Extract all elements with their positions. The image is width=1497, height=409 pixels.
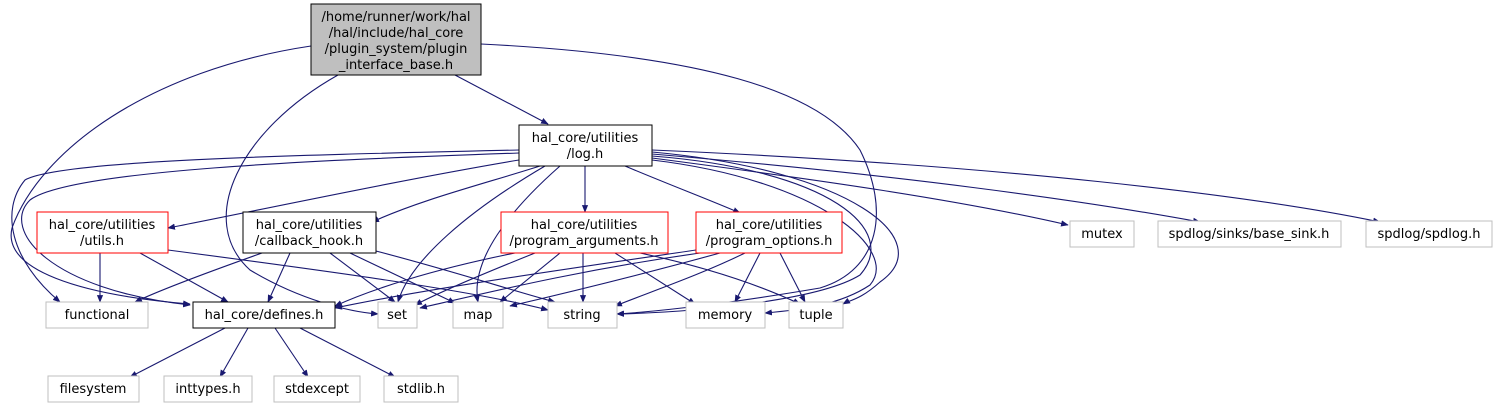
node-label-line: /program_arguments.h [509, 234, 658, 249]
node-label-line: /log.h [567, 147, 604, 162]
edge-progopts-defines [334, 249, 697, 310]
edge-callback-defines [267, 252, 291, 303]
node-label-line: _interface_base.h [338, 58, 453, 73]
edge-progopts-map [509, 252, 721, 308]
edge-log-functional [11, 149, 520, 303]
node-label-line: hal_core/utilities [532, 131, 639, 146]
edge-callback-string [371, 249, 556, 304]
edge-progargs-set [414, 252, 536, 306]
dependency-edges [10, 43, 1381, 378]
edge-utils-defines [139, 252, 229, 303]
node-label-line: stdlib.h [397, 382, 445, 397]
edge-root-defines [10, 45, 312, 307]
node-label-line: tuple [799, 308, 832, 323]
node-label-line: hal_core/utilities [716, 218, 823, 233]
edge-log-utils [167, 159, 520, 230]
edge-log-spdlog [651, 149, 1381, 224]
node-string[interactable]: string [547, 301, 618, 329]
node-filesystem[interactable]: filesystem [47, 375, 140, 403]
edge-defines-filesystem [129, 327, 226, 378]
edge-progopts-tuple [779, 252, 806, 303]
node-label-line: hal_core/utilities [531, 218, 638, 233]
node-label-line: /home/runner/work/hal [321, 10, 470, 25]
node-spdlog-h[interactable]: spdlog/spdlog.h [1365, 220, 1493, 248]
node-label-line: hal_core/utilities [256, 218, 363, 233]
node-label-line: spdlog/spdlog.h [1378, 227, 1481, 242]
edge-log-map [473, 165, 561, 303]
edge-log-tuple [651, 151, 899, 305]
edge-log-mutex [651, 157, 1069, 227]
node-program-options-h[interactable]: hal_core/utilities /program_options.h [695, 211, 843, 254]
node-memory[interactable]: memory [685, 301, 766, 329]
node-label-line: /hal/include/hal_core [329, 26, 464, 41]
edge-log-set [396, 165, 546, 303]
node-label-line: inttypes.h [175, 382, 240, 397]
node-label-line: /program_options.h [706, 234, 833, 249]
edge-defines-stdexcept [274, 327, 309, 378]
edge-root-set [225, 74, 379, 317]
edge-log-defines [21, 152, 520, 308]
edge-progargs-tuple [639, 252, 801, 305]
edge-progargs-memory [614, 252, 696, 305]
graph-nodes: /home/runner/work/hal /hal/include/hal_c… [36, 3, 1493, 403]
edge-progopts-set [419, 252, 701, 310]
edge-progargs-defines [334, 252, 516, 307]
node-map[interactable]: map [452, 301, 504, 329]
edge-progopts-string [614, 252, 746, 307]
node-stdlib-h[interactable]: stdlib.h [383, 375, 459, 403]
node-label-line: memory [698, 308, 753, 323]
node-functional[interactable]: functional [45, 301, 149, 329]
node-label-line: /plugin_system/plugin [325, 42, 468, 57]
node-program-arguments-h[interactable]: hal_core/utilities /program_arguments.h [500, 211, 669, 254]
edge-defines-inttypes [219, 327, 249, 378]
node-label-line: filesystem [60, 382, 127, 397]
node-label-line: string [563, 308, 600, 323]
edge-callback-functional [134, 252, 263, 303]
edge-log-base-sink [651, 153, 1201, 224]
node-stdexcept[interactable]: stdexcept [273, 375, 361, 403]
node-set[interactable]: set [377, 301, 418, 329]
edge-log-program-options [624, 165, 741, 214]
node-label-line: stdexcept [285, 382, 349, 397]
node-base-sink-h[interactable]: spdlog/sinks/base_sink.h [1157, 220, 1342, 248]
edge-root-log [454, 74, 549, 125]
node-tuple[interactable]: tuple [788, 301, 844, 329]
node-label-line: hal_core/utilities [49, 218, 156, 233]
node-callback-hook-h[interactable]: hal_core/utilities /callback_hook.h [242, 211, 377, 254]
node-mutex[interactable]: mutex [1069, 220, 1135, 248]
node-label-line: functional [65, 308, 130, 323]
node-label-line: mutex [1081, 227, 1123, 242]
node-label-line: set [387, 308, 407, 323]
edge-log-callback [371, 165, 541, 223]
node-inttypes-h[interactable]: inttypes.h [163, 375, 253, 403]
edge-utils-string [167, 249, 549, 312]
node-label-line: /utils.h [80, 234, 124, 249]
edge-defines-stdlib [299, 327, 396, 378]
node-defines-h[interactable]: hal_core/defines.h [192, 301, 336, 329]
edge-progargs-map [499, 252, 561, 303]
node-utils-h[interactable]: hal_core/utilities /utils.h [36, 211, 169, 254]
node-plugin-interface-base[interactable]: /home/runner/work/hal /hal/include/hal_c… [310, 3, 482, 76]
node-label-line: spdlog/sinks/base_sink.h [1169, 227, 1330, 242]
node-label-line: /callback_hook.h [255, 234, 363, 249]
node-label-line: hal_core/defines.h [205, 308, 324, 323]
edge-progopts-memory [734, 252, 761, 303]
node-log-h[interactable]: hal_core/utilities /log.h [518, 124, 653, 167]
edge-callback-set [329, 252, 396, 303]
node-label-line: map [464, 308, 493, 323]
